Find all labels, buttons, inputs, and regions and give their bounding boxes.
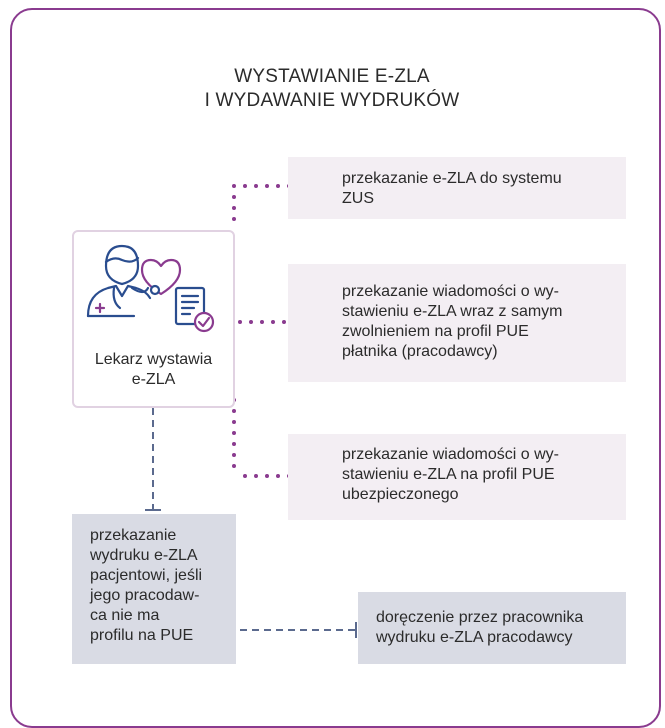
doctor-label: Lekarz wystawia e-ZLA xyxy=(74,350,233,390)
step-insured-text: przekazanie wiadomości o wy- stawieniu e… xyxy=(342,445,559,505)
heart-stethoscope-icon xyxy=(140,258,182,296)
step-zus-line: przekazanie e-ZLA do systemu xyxy=(342,170,562,187)
doctor-label-line-2: e-ZLA xyxy=(131,371,176,388)
step-insured-line: przekazanie wiadomości o wy- xyxy=(342,446,559,463)
step-employer-text: przekazanie wiadomości o wy- stawieniu e… xyxy=(342,282,563,362)
step-insured-line: ubezpieczonego xyxy=(342,486,459,503)
step-employer-line: zwolnieniem na profil PUE xyxy=(342,323,529,340)
doctor-icon xyxy=(86,244,152,318)
diagram-title: WYSTAWIANIE E-ZLA I WYDAWANIE WYDRUKÓW xyxy=(150,65,514,113)
step-delivery-line: doręczenie przez pracownika xyxy=(376,609,584,626)
step-zus-box: przekazanie e-ZLA do systemu ZUS xyxy=(288,157,626,219)
title-line-1: WYSTAWIANIE E-ZLA xyxy=(234,66,430,87)
step-printout-line: profilu na PUE xyxy=(90,627,194,644)
doctor-label-line-1: Lekarz wystawia xyxy=(94,351,213,368)
step-printout-line: ca nie ma xyxy=(90,607,160,624)
step-printout-line: wydruku e-ZLA xyxy=(90,547,198,564)
dashed-connectors xyxy=(145,396,357,638)
step-printout-line: pacjentowi, jeśli xyxy=(90,567,203,584)
step-employer-box: przekazanie wiadomości o wy- stawieniu e… xyxy=(288,264,626,382)
step-printout-box: przekazanie wydruku e-ZLA pacjentowi, je… xyxy=(72,514,236,664)
document-check-icon xyxy=(174,286,215,333)
step-employer-line: stawieniu e-ZLA wraz z samym xyxy=(342,303,563,320)
step-printout-line: przekazanie xyxy=(90,527,177,544)
step-employer-line: przekazanie wiadomości o wy- xyxy=(342,283,559,300)
step-printout-line: jego pracodaw- xyxy=(90,587,200,604)
step-delivery-box: doręczenie przez pracownika wydruku e-ZL… xyxy=(358,592,626,664)
step-insured-box: przekazanie wiadomości o wy- stawieniu e… xyxy=(288,434,626,520)
step-printout-text: przekazanie wydruku e-ZLA pacjentowi, je… xyxy=(90,526,202,646)
step-delivery-line: wydruku e-ZLA pracodawcy xyxy=(376,629,573,646)
title-line-2: I WYDAWANIE WYDRUKÓW xyxy=(204,90,460,111)
step-zus-line: ZUS xyxy=(342,190,374,207)
step-zus-text: przekazanie e-ZLA do systemu ZUS xyxy=(342,169,562,209)
step-insured-line: stawieniu e-ZLA na profil PUE xyxy=(342,466,555,483)
doctor-card: Lekarz wystawia e-ZLA xyxy=(72,230,235,408)
step-delivery-text: doręczenie przez pracownika wydruku e-ZL… xyxy=(376,608,583,648)
step-employer-line: płatnika (pracodawcy) xyxy=(342,343,498,360)
